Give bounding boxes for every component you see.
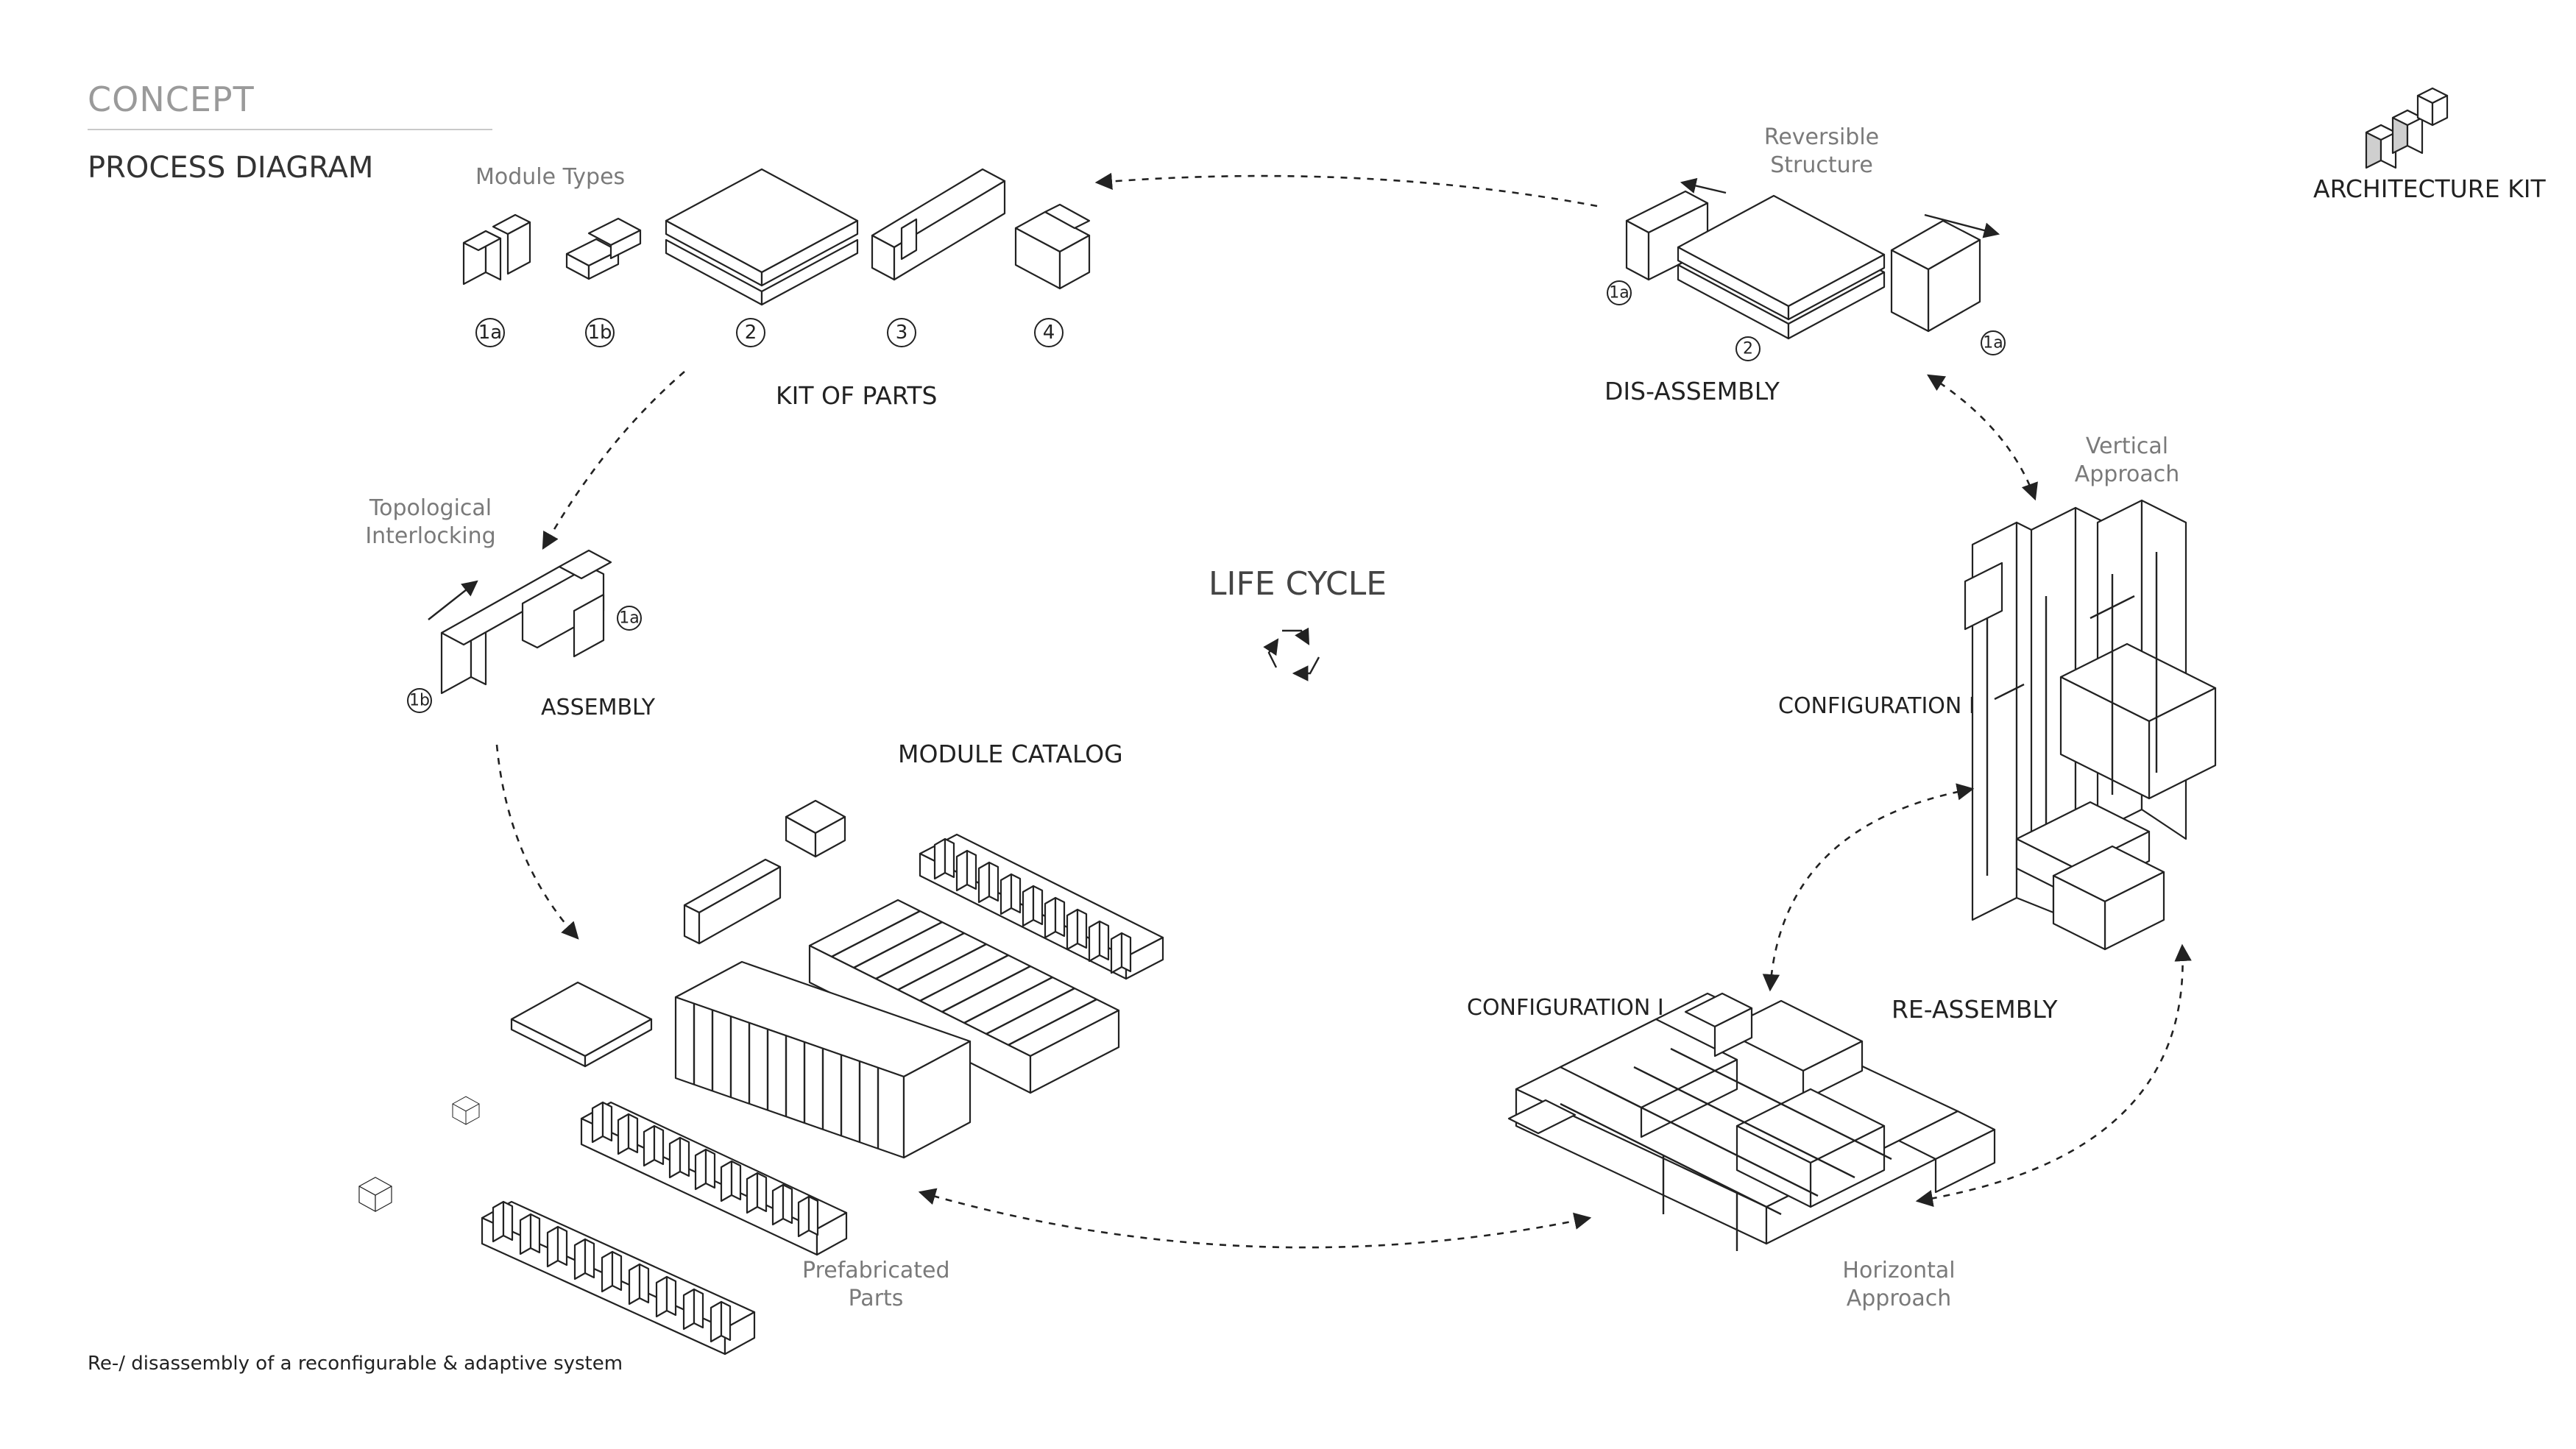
dis-assembly-illustration <box>1625 190 1981 340</box>
horizontal-line1: Horizontal <box>1842 1258 1956 1283</box>
arrow-disassembly-config2 <box>1927 374 2038 501</box>
badge-1b: 1b <box>585 318 615 347</box>
catalog-stack <box>674 960 972 1159</box>
badge-3-text: 3 <box>896 322 908 344</box>
module-types-label: Module Types <box>475 164 626 190</box>
vertical-line1: Vertical <box>2085 433 2169 459</box>
badge-4-text: 4 <box>1043 322 1055 344</box>
module-2-icon <box>665 168 859 306</box>
dis-badge-2-text: 2 <box>1743 340 1753 358</box>
catalog-small-2 <box>358 1177 392 1212</box>
catalog-comb-mid <box>580 1101 848 1256</box>
vertical-approach-label: Vertical Approach <box>2068 433 2186 489</box>
dis-assembly-title: DIS-ASSEMBLY <box>1604 377 1780 405</box>
reversible-line2: Structure <box>1770 152 1873 178</box>
prefab-line1: Prefabricated <box>802 1258 950 1283</box>
topological-interlocking-label: Topological Interlocking <box>361 495 500 550</box>
module-4-icon <box>1014 203 1091 290</box>
catalog-bars <box>808 899 1120 1094</box>
topological-line1: Topological <box>369 495 492 521</box>
assembly-badge-1b: 1b <box>407 688 432 713</box>
vertical-line2: Approach <box>2074 461 2180 487</box>
reversible-line1: Reversible <box>1763 124 1880 150</box>
life-cycle-title: LIFE CYCLE <box>1209 565 1387 603</box>
configuration-2-tower <box>1964 499 2217 951</box>
configuration-1-horizontal <box>1507 992 1996 1251</box>
architecture-kit-label: ARCHITECTURE KIT <box>2313 174 2546 203</box>
badge-1b-text: 1b <box>587 322 612 344</box>
prefab-line2: Parts <box>848 1286 904 1311</box>
recycle-icon <box>1263 627 1320 681</box>
arrow-assembly-to-catalog <box>495 744 579 940</box>
badge-1a-text: 1a <box>478 322 502 344</box>
section-title-process-diagram: PROCESS DIAGRAM <box>88 151 374 185</box>
arrow-config1-config2 <box>1762 783 1975 992</box>
catalog-module-4 <box>785 799 846 858</box>
title-divider <box>88 129 492 130</box>
badge-4: 4 <box>1034 318 1064 347</box>
assembly-badge-1a: 1a <box>617 606 642 631</box>
footer-caption: Re-/ disassembly of a reconfigurable & a… <box>88 1353 623 1375</box>
assembly-title: ASSEMBLY <box>541 695 656 720</box>
badge-2: 2 <box>736 318 765 347</box>
badge-3: 3 <box>887 318 916 347</box>
configuration-1-title: CONFIGURATION I <box>1467 995 1664 1021</box>
dis-badge-2: 2 <box>1735 336 1761 361</box>
catalog-comb-top <box>919 833 1164 980</box>
reversible-structure-label: Reversible Structure <box>1763 124 1880 180</box>
topological-line2: Interlocking <box>365 523 496 549</box>
assembly-badge-1a-text: 1a <box>619 609 639 628</box>
section-title-concept: CONCEPT <box>88 79 255 119</box>
module-3-icon <box>871 168 1006 281</box>
assembly-badge-1b-text: 1b <box>409 692 430 710</box>
horizontal-line2: Approach <box>1846 1286 1952 1311</box>
architecture-kit-logo-icon <box>2365 87 2449 169</box>
dis-badge-1a-left-text: 1a <box>1609 284 1629 302</box>
catalog-comb-bottom <box>481 1200 756 1356</box>
catalog-module-1a <box>683 858 782 945</box>
arrow-kit-to-assembly <box>542 371 685 550</box>
module-catalog-title: MODULE CATALOG <box>898 740 1123 768</box>
badge-2-text: 2 <box>745 322 757 344</box>
arrow-catalog-config1 <box>918 1188 1592 1249</box>
configuration-2-title: CONFIGURATION II <box>1778 693 1982 719</box>
catalog-small-1 <box>452 1096 480 1125</box>
prefabricated-parts-label: Prefabricated Parts <box>802 1257 950 1313</box>
module-1a-icon <box>462 213 531 286</box>
module-1b-icon <box>565 217 642 280</box>
kit-of-parts-title: KIT OF PARTS <box>776 381 938 410</box>
dis-badge-1a-left: 1a <box>1607 280 1632 305</box>
dis-badge-1a-right-text: 1a <box>1983 334 2003 352</box>
arrow-disassembly-to-kit <box>1094 172 1598 208</box>
badge-1a: 1a <box>475 318 505 347</box>
assembly-illustration <box>440 549 612 695</box>
dis-badge-1a-right: 1a <box>1981 330 2006 355</box>
horizontal-approach-label: Horizontal Approach <box>1825 1257 1972 1313</box>
catalog-slab <box>510 981 653 1068</box>
